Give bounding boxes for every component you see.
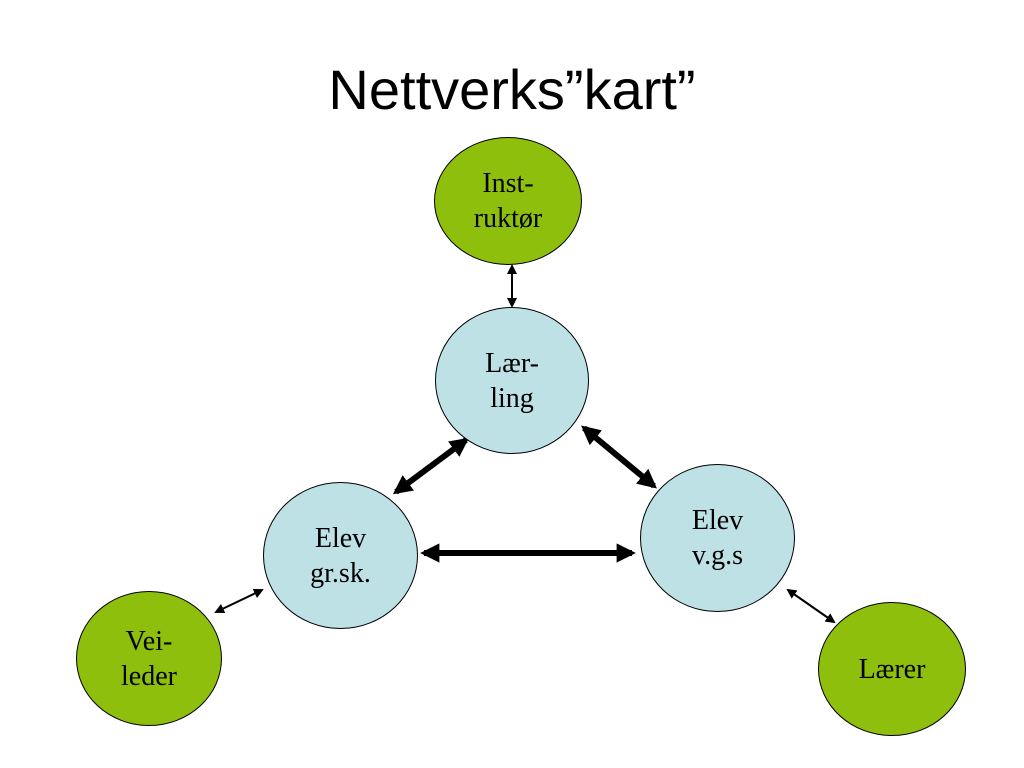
arrow-laerling-elev-vgs — [581, 425, 657, 489]
node-instruktor: Inst- ruktør — [434, 137, 582, 265]
node-laerer: Lærer — [818, 602, 966, 736]
node-instruktor-line-2: ruktør — [473, 203, 543, 234]
arrow-elev-grsk-veileder — [214, 588, 264, 614]
node-elev-vgs-line-1: Elev — [691, 505, 744, 536]
node-laerling-line-2: ling — [490, 382, 534, 414]
arrow-elev-vgs-laerer — [786, 588, 836, 624]
node-elev-grsk-line-1: Elev — [314, 522, 367, 554]
node-laerer-line-1: Lærer — [858, 653, 926, 685]
node-elev-vgs: Elev v.g.s — [640, 464, 795, 612]
node-laerling-line-1: Lær- — [485, 347, 539, 379]
node-elev-grsk: Elev gr.sk. — [263, 482, 418, 629]
node-veileder: Vei- leder — [76, 591, 222, 726]
node-laerling: Lær- ling — [435, 307, 589, 454]
node-instruktor-line-1: Inst- — [482, 168, 534, 199]
node-elev-vgs-line-2: v.g.s — [691, 540, 744, 571]
diagram-title: Nettverks”kart” — [328, 58, 696, 121]
node-veileder-line-1: Vei- — [125, 625, 173, 657]
node-elev-grsk-line-2: gr.sk. — [310, 557, 371, 589]
node-veileder-line-2: leder — [121, 660, 177, 692]
arrow-laerling-elev-grsk — [392, 437, 470, 495]
